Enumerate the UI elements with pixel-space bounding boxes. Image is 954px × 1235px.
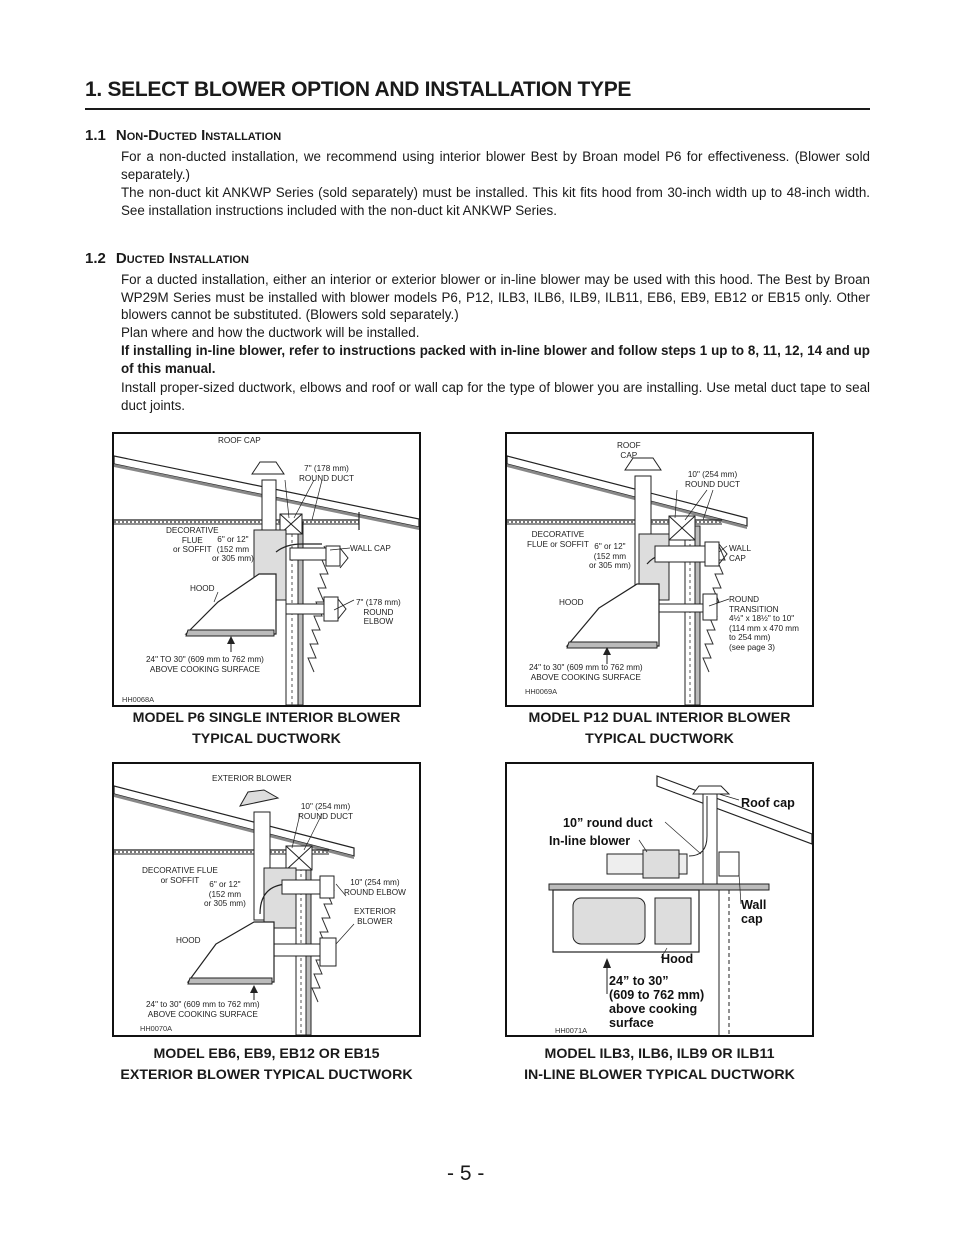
label-exterior-blower-top: EXTERIOR BLOWER bbox=[212, 774, 292, 783]
label-decorative-flue: DECORATIVE FLUE or SOFFIT bbox=[527, 530, 589, 549]
label-round-duct: 10" (254 mm) ROUND DUCT bbox=[685, 470, 741, 489]
subsection-number: 1.1 bbox=[85, 127, 106, 144]
label-decorative-flue: DECORATIVE FLUE or SOFFIT bbox=[142, 866, 218, 885]
label-above-cooking-surface: 24" to 30" (609 mm to 762 mm) ABOVE COOK… bbox=[529, 663, 643, 682]
label-clearance: 6" or 12" (152 mm or 305 mm) bbox=[204, 880, 246, 909]
p12-drawing bbox=[507, 455, 748, 705]
label-hood: Hood bbox=[661, 952, 694, 966]
p6-drawing bbox=[114, 455, 419, 705]
label-wall-cap: WALL CAP bbox=[729, 544, 751, 563]
subsection-title-ducted: 1.2 Ducted Installation bbox=[85, 250, 249, 267]
paragraph: The non-duct kit ANKWP Series (sold sepa… bbox=[121, 185, 870, 218]
label-hood: HOOD bbox=[559, 598, 584, 607]
label-decorative-flue: DECORATIVE FLUE or SOFFIT bbox=[166, 526, 219, 555]
figure-code: HH0070A bbox=[140, 1024, 173, 1033]
label-roof-cap: Roof cap bbox=[741, 796, 795, 810]
label-above-cooking-surface: 24” to 30” (609 to 762 mm) above cooking… bbox=[609, 974, 705, 1030]
label-above-cooking-surface: 24" TO 30" (609 mm to 762 mm) ABOVE COOK… bbox=[146, 655, 264, 674]
label-wall-cap: Wall cap bbox=[741, 898, 767, 926]
label-round-elbow: 7" (178 mm) ROUND ELBOW bbox=[356, 598, 401, 627]
label-exterior-blower-side: EXTERIOR BLOWER bbox=[354, 907, 396, 926]
label-round-duct: 10” round duct bbox=[563, 816, 653, 830]
diagram-p6-ductwork: ROOF CAP 7" (178 mm) ROUND DUCT DECORATI… bbox=[112, 432, 421, 707]
subsection-title: Ducted Installation bbox=[115, 250, 249, 267]
subsection-title-non-ducted: 1.1 Non-Ducted Installation bbox=[85, 127, 281, 144]
caption-p12: MODEL P12 DUAL INTERIOR BLOWER TYPICAL D… bbox=[528, 710, 791, 747]
label-round-duct: 7" (178 mm) ROUND DUCT bbox=[299, 464, 355, 483]
label-wall-cap: WALL CAP bbox=[350, 544, 391, 553]
label-round-duct: 10" (254 mm) ROUND DUCT bbox=[298, 802, 354, 821]
caption-p6: MODEL P6 SINGLE INTERIOR BLOWER TYPICAL … bbox=[132, 710, 401, 747]
figure-code: HH0068A bbox=[122, 695, 155, 704]
subsection-title: Non-Ducted Installation bbox=[115, 127, 282, 144]
label-roof-cap: ROOF CAP bbox=[617, 441, 641, 460]
figure-code: HH0069A bbox=[525, 687, 558, 696]
paragraph: Plan where and how the ductwork will be … bbox=[121, 325, 420, 340]
diagram-p12-ductwork: ROOF CAP 10" (254 mm) ROUND DUCT DECORAT… bbox=[505, 432, 814, 707]
subsection-number: 1.2 bbox=[85, 250, 106, 267]
label-hood: HOOD bbox=[176, 936, 201, 945]
diagram-eb-ductwork: EXTERIOR BLOWER 10" (254 mm) ROUND DUCT … bbox=[112, 762, 421, 1037]
label-above-cooking-surface: 24" to 30" (609 mm to 762 mm) ABOVE COOK… bbox=[146, 1000, 260, 1019]
diagram-ilb-ductwork: Roof cap 10” round duct In-line blower W… bbox=[505, 762, 814, 1037]
label-in-line-blower: In-line blower bbox=[549, 834, 631, 848]
paragraph: For a ducted installation, either an int… bbox=[121, 272, 870, 323]
warning-paragraph: If installing in-line blower, refer to i… bbox=[121, 343, 870, 376]
paragraph: For a non-ducted installation, we recomm… bbox=[121, 149, 870, 182]
label-clearance: 6" or 12" (152 mm or 305 mm) bbox=[212, 535, 254, 564]
figure-code: HH0071A bbox=[555, 1026, 588, 1035]
eb-drawing bbox=[114, 785, 355, 1035]
label-hood: HOOD bbox=[190, 584, 215, 593]
label-round-elbow: 10" (254 mm) ROUND ELBOW bbox=[344, 878, 406, 897]
label-roof-cap: ROOF CAP bbox=[218, 436, 261, 445]
page-number: - 5 - bbox=[447, 1162, 485, 1185]
paragraph: Install proper-sized ductwork, elbows an… bbox=[121, 380, 870, 413]
caption-eb: MODEL EB6, EB9, EB12 OR EB15 EXTERIOR BL… bbox=[120, 1046, 413, 1083]
ilb-drawing bbox=[548, 775, 812, 1035]
label-clearance: 6" or 12" (152 mm or 305 mm) bbox=[589, 542, 631, 571]
section-heading: 1. SELECT BLOWER OPTION AND INSTALLATION… bbox=[85, 78, 870, 110]
caption-ilb: MODEL ILB3, ILB6, ILB9 OR ILB11 IN-LINE … bbox=[524, 1046, 795, 1083]
label-round-transition: ROUND TRANSITION 4½" x 18½" to 10" (114 … bbox=[729, 595, 799, 652]
